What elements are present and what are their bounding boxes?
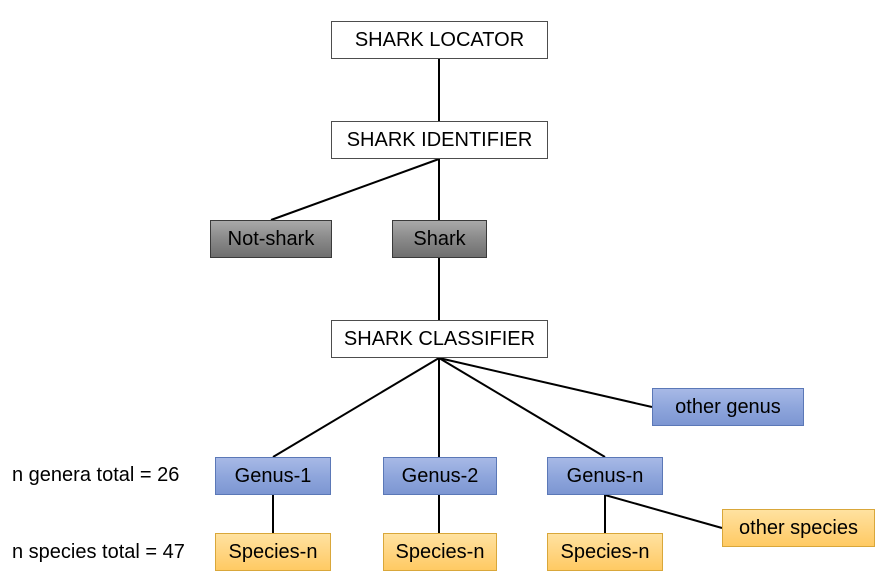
genus-n-box: Genus-n xyxy=(547,457,663,495)
genus-2-box: Genus-2 xyxy=(383,457,497,495)
species-label-2: Species-n xyxy=(395,540,485,563)
shark-identifier-label: SHARK IDENTIFIER xyxy=(346,128,533,151)
other-species-box: other species xyxy=(722,509,875,547)
connector-classifier-genus-n xyxy=(438,357,606,458)
genus-1-label: Genus-1 xyxy=(234,464,312,487)
other-species-label: other species xyxy=(739,516,858,539)
species-box-2: Species-n xyxy=(383,533,497,571)
shark-locator-box: SHARK LOCATOR xyxy=(331,21,548,59)
shark-identifier-box: SHARK IDENTIFIER xyxy=(331,121,548,159)
connector-classifier-genus-1 xyxy=(272,357,440,458)
species-box-3: Species-n xyxy=(547,533,663,571)
genus-n-label: Genus-n xyxy=(566,464,644,487)
shark-locator-label: SHARK LOCATOR xyxy=(354,28,525,51)
connector-identifier-not-shark xyxy=(270,158,440,221)
connector-classifier-other-genus xyxy=(438,357,653,408)
species-label-3: Species-n xyxy=(560,540,650,563)
not-shark-label: Not-shark xyxy=(227,227,315,250)
other-genus-box: other genus xyxy=(652,388,804,426)
shark-label: Shark xyxy=(413,227,466,250)
shark-box: Shark xyxy=(392,220,487,258)
species-box-1: Species-n xyxy=(215,533,331,571)
genus-1-box: Genus-1 xyxy=(215,457,331,495)
not-shark-box: Not-shark xyxy=(210,220,332,258)
other-genus-label: other genus xyxy=(675,395,781,418)
shark-classifier-label: SHARK CLASSIFIER xyxy=(343,327,536,350)
genus-2-label: Genus-2 xyxy=(401,464,479,487)
connector-genus-n-other-species xyxy=(604,494,723,529)
shark-classifier-box: SHARK CLASSIFIER xyxy=(331,320,548,358)
species-label-1: Species-n xyxy=(228,540,318,563)
species-total-label: n species total = 47 xyxy=(12,541,185,563)
genera-total-label: n genera total = 26 xyxy=(12,464,180,486)
